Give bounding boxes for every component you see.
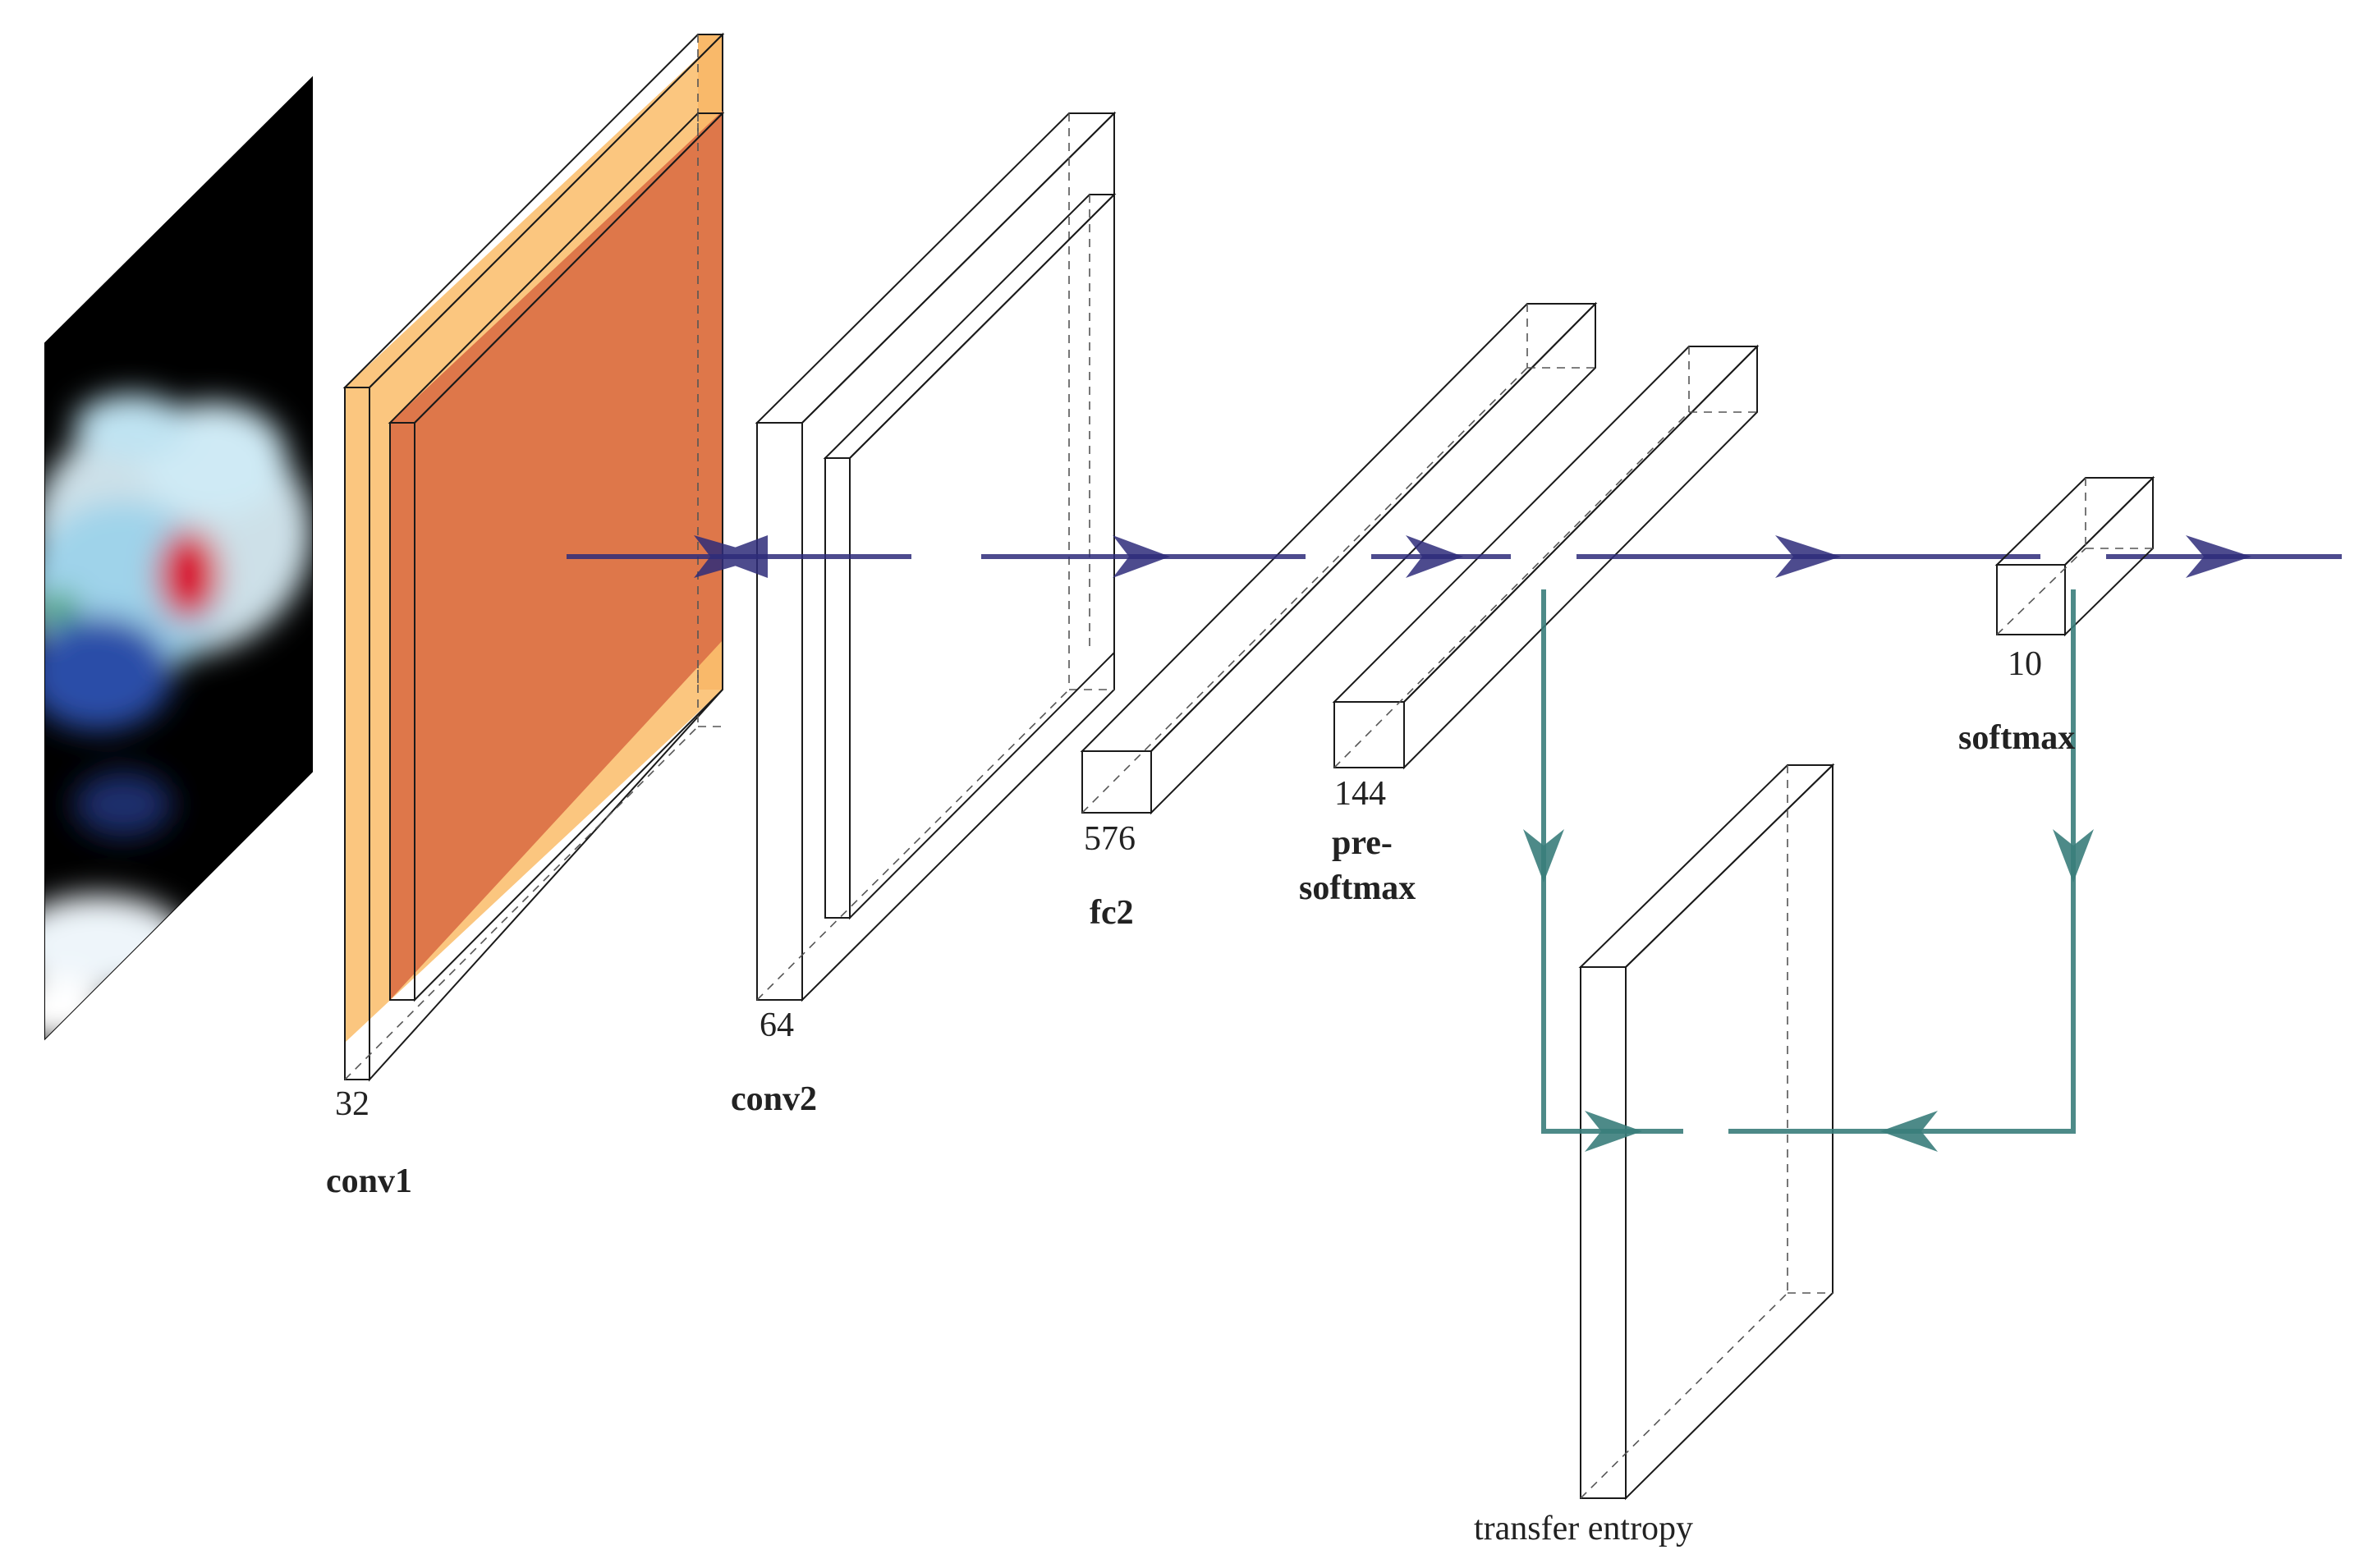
conv2-size-label: 64 <box>760 1006 794 1044</box>
conv2-block <box>755 111 1117 1002</box>
transfer-entropy-block <box>1578 763 1835 1501</box>
softmax-block <box>1994 475 2155 637</box>
conv2-name-label: conv2 <box>731 1080 817 1118</box>
fc2-name-label: fc2 <box>1090 894 1134 932</box>
fc2-size-label: 576 <box>1084 820 1136 858</box>
conv1-name-label: conv1 <box>326 1162 412 1200</box>
conv1-size-label: 32 <box>335 1085 369 1123</box>
presoftmax-size-label: 144 <box>1334 775 1386 813</box>
presoftmax-block <box>1332 344 1760 770</box>
conv1-block <box>342 32 725 1082</box>
presoftmax-name-line2: softmax <box>1299 869 1416 907</box>
softmax-size-label: 10 <box>2008 645 2042 683</box>
forward-arrowheads <box>694 535 2251 578</box>
presoftmax-name-line1: pre- <box>1332 824 1393 862</box>
softmax-name-label: softmax <box>1958 719 2075 757</box>
fc2-block <box>1080 301 1598 815</box>
input-image <box>44 76 313 1041</box>
transfer-entropy-arrowheads <box>1523 829 2094 1152</box>
transfer-entropy-flow <box>1541 589 2076 1134</box>
transfer-entropy-label: transfer entropy <box>1474 1510 1693 1547</box>
